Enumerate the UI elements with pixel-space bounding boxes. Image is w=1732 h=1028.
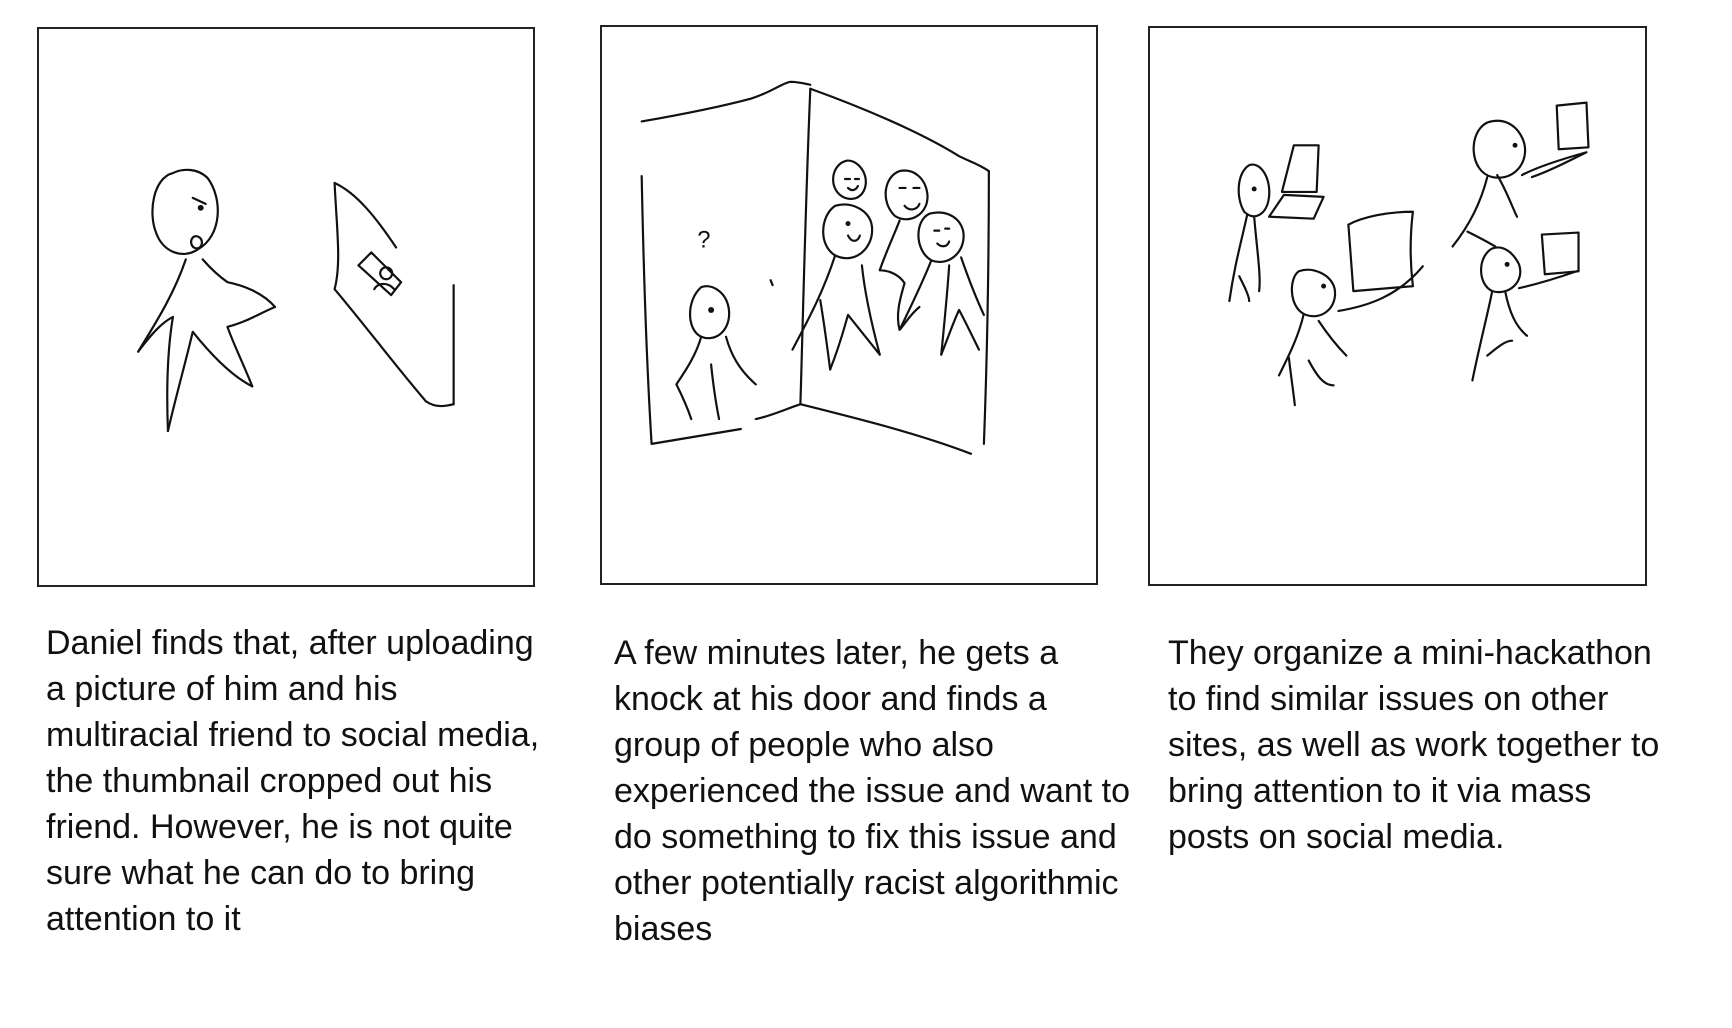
panel-3-sketch xyxy=(1228,101,1590,407)
question-mark: ? xyxy=(697,226,710,253)
storyboard-panel-3 xyxy=(1148,26,1647,586)
storyboard-panel-1 xyxy=(37,27,535,587)
panel-2-sketch: ? xyxy=(640,80,990,455)
caption-panel-2: A few minutes later, he gets a knock at … xyxy=(614,634,1131,948)
caption-panel-1: Daniel finds that, after uploading a pic… xyxy=(46,624,540,938)
storyboard-panel-2: ? xyxy=(600,25,1098,585)
caption-panel-3: They organize a mini-hackathon to find s… xyxy=(1168,634,1660,856)
panel-1-sketch xyxy=(137,168,455,433)
